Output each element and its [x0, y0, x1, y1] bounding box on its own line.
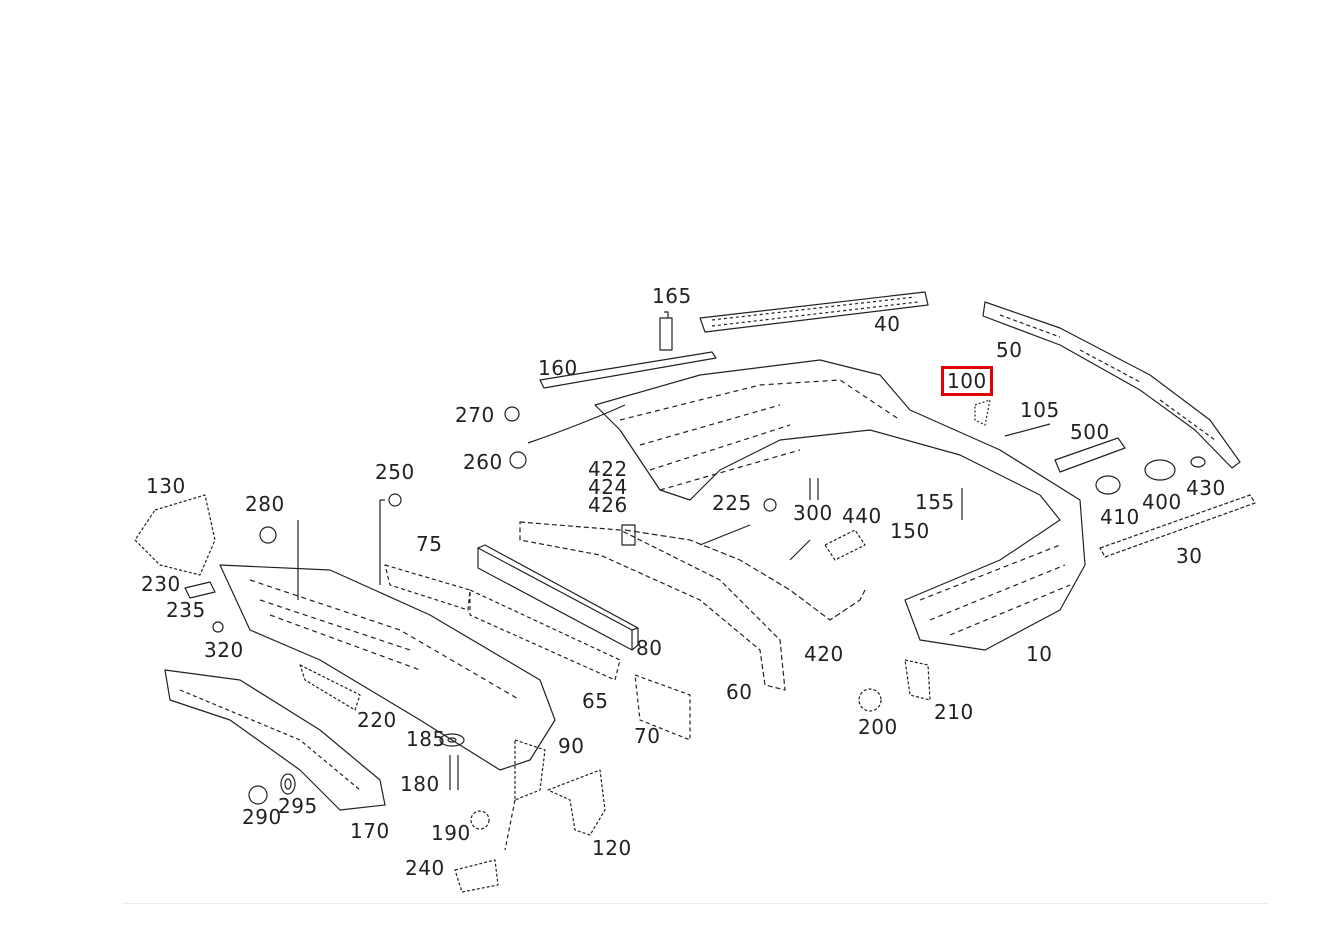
- part-label-210[interactable]: 210: [934, 700, 974, 724]
- part-label-50[interactable]: 50: [996, 338, 1023, 362]
- part-90-drawing: [504, 739, 546, 851]
- part-170-drawing: [164, 669, 386, 811]
- part-label-280[interactable]: 280: [245, 492, 285, 516]
- part-80-drawing: [477, 544, 639, 651]
- part-label-170[interactable]: 170: [350, 819, 390, 843]
- part-40-drawing: [699, 291, 929, 333]
- part-320-drawing: [212, 621, 224, 633]
- part-label-160[interactable]: 160: [538, 356, 578, 380]
- part-label-300[interactable]: 300: [793, 501, 833, 525]
- part-260-270-drawing: [504, 404, 626, 469]
- part-190-drawing: [470, 810, 490, 830]
- part-label-185[interactable]: 185: [406, 727, 446, 751]
- part-label-220[interactable]: 220: [357, 708, 397, 732]
- part-label-420[interactable]: 420: [804, 642, 844, 666]
- part-label-130[interactable]: 130: [146, 474, 186, 498]
- part-label-440[interactable]: 440: [842, 504, 882, 528]
- part-220-drawing: [299, 664, 361, 711]
- part-165-drawing: [659, 311, 673, 351]
- part-label-150[interactable]: 150: [890, 519, 930, 543]
- part-60-drawing: [519, 521, 786, 691]
- part-label-70[interactable]: 70: [634, 724, 661, 748]
- part-422-drawing: [621, 524, 636, 546]
- part-label-40[interactable]: 40: [874, 312, 901, 336]
- part-500-drawing: [1054, 437, 1126, 473]
- bumper-cover-drawing: [594, 359, 1086, 651]
- part-label-60[interactable]: 60: [726, 680, 753, 704]
- part-label-105[interactable]: 105: [1020, 398, 1060, 422]
- part-225-drawing: [763, 498, 777, 512]
- bottom-divider: [122, 903, 1268, 904]
- part-label-290[interactable]: 290: [242, 805, 282, 829]
- part-30-drawing: [1099, 494, 1256, 558]
- part-240-drawing: [454, 859, 499, 893]
- part-label-410[interactable]: 410: [1100, 505, 1140, 529]
- part-label-75[interactable]: 75: [416, 532, 443, 556]
- part-420-drawing: [624, 524, 866, 621]
- part-50-drawing: [982, 301, 1241, 469]
- part-label-430[interactable]: 430: [1186, 476, 1226, 500]
- part-200-drawing: [858, 688, 882, 712]
- part-label-500[interactable]: 500: [1070, 420, 1110, 444]
- part-180-drawing: [449, 755, 459, 790]
- part-130-drawing: [134, 494, 216, 576]
- part-105-drawing: [1004, 423, 1051, 437]
- part-label-65[interactable]: 65: [582, 689, 609, 713]
- part-120-drawing: [547, 769, 606, 836]
- part-label-295[interactable]: 295: [278, 794, 318, 818]
- part-label-250[interactable]: 250: [375, 460, 415, 484]
- left-cover-drawing: [219, 564, 556, 771]
- part-label-200[interactable]: 200: [858, 715, 898, 739]
- part-280-drawing: [259, 520, 299, 600]
- part-label-240[interactable]: 240: [405, 856, 445, 880]
- part-label-400[interactable]: 400: [1142, 490, 1182, 514]
- part-label-180[interactable]: 180: [400, 772, 440, 796]
- part-label-190[interactable]: 190: [431, 821, 471, 845]
- part-label-10[interactable]: 10: [1026, 642, 1053, 666]
- part-label-225[interactable]: 225: [712, 491, 752, 515]
- part-100-drawing: [974, 399, 991, 426]
- part-300-drawing: [809, 478, 819, 500]
- part-185-drawing: [439, 733, 465, 747]
- part-290-drawing: [248, 785, 268, 805]
- part-160-drawing: [539, 351, 717, 389]
- part-label-165[interactable]: 165: [652, 284, 692, 308]
- part-400-430-drawing: [1095, 456, 1206, 495]
- part-210-drawing: [904, 659, 931, 701]
- part-label-30[interactable]: 30: [1176, 544, 1203, 568]
- part-label-260[interactable]: 260: [463, 450, 503, 474]
- part-label-422[interactable]: 422: [588, 457, 628, 481]
- part-75-drawing: [384, 564, 471, 611]
- part-label-230[interactable]: 230: [141, 572, 181, 596]
- part-230-drawing: [184, 581, 216, 599]
- part-label-320[interactable]: 320: [204, 638, 244, 662]
- part-label-426[interactable]: 426: [588, 493, 628, 517]
- part-label-155[interactable]: 155: [915, 490, 955, 514]
- part-label-424[interactable]: 424: [588, 475, 628, 499]
- part-250-drawing: [379, 493, 402, 585]
- part-label-100-highlighted[interactable]: 100: [941, 366, 993, 396]
- part-65-drawing: [469, 589, 621, 681]
- part-label-120[interactable]: 120: [592, 836, 632, 860]
- part-label-90[interactable]: 90: [558, 734, 585, 758]
- part-295-drawing: [280, 773, 296, 795]
- part-label-235[interactable]: 235: [166, 598, 206, 622]
- part-label-80[interactable]: 80: [636, 636, 663, 660]
- part-440-drawing: [824, 529, 866, 561]
- part-label-270[interactable]: 270: [455, 403, 495, 427]
